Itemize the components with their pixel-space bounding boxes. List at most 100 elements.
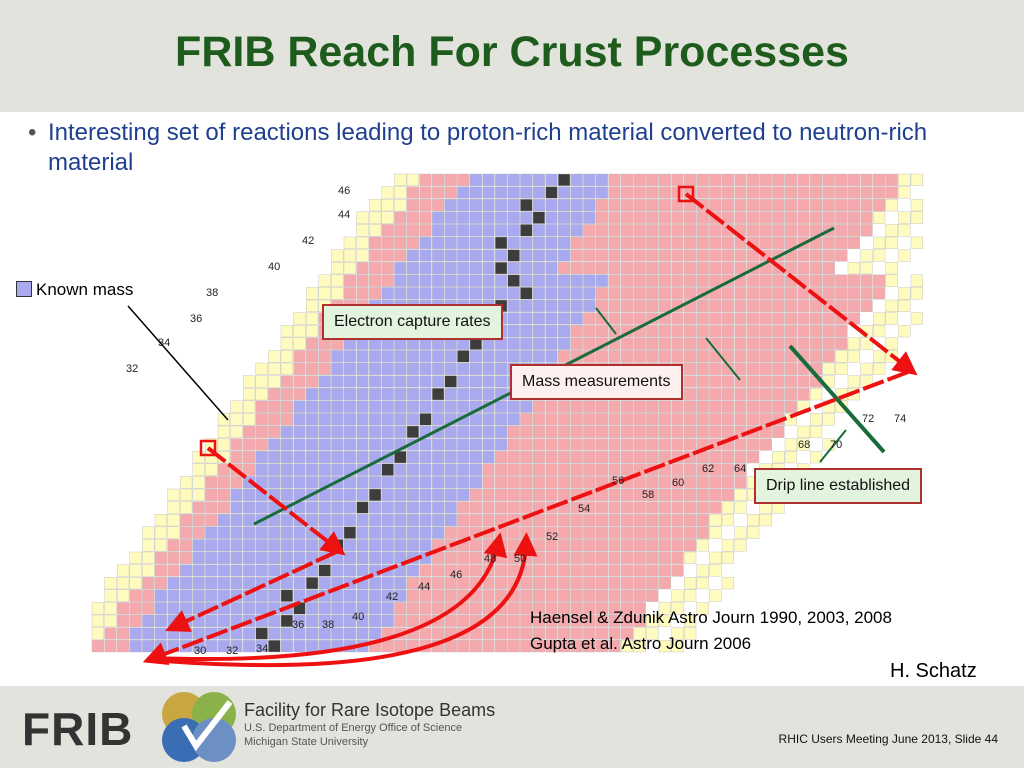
nuclide-cell xyxy=(356,413,369,426)
nuclide-cell xyxy=(671,640,684,653)
nuclide-cell xyxy=(432,224,445,237)
nuclide-cell xyxy=(797,325,810,338)
nuclide-cell xyxy=(885,262,898,275)
nuclide-cell xyxy=(356,627,369,640)
nuclide-cell xyxy=(621,640,634,653)
nuclide-cell xyxy=(860,362,873,376)
nuclide-cell xyxy=(608,627,621,640)
nuclide-cell xyxy=(432,350,445,363)
nuclide-cell xyxy=(520,627,533,640)
nuclide-cell xyxy=(784,198,798,212)
nuclide-cell xyxy=(532,488,546,502)
nuclide-cell xyxy=(684,274,697,287)
nuclide-cell xyxy=(633,186,646,199)
nuclide-cell xyxy=(646,551,659,565)
start-nucleus-marker xyxy=(677,185,695,203)
nuclide-cell xyxy=(406,236,420,250)
nuclide-cell xyxy=(684,262,697,275)
nuclide-cell xyxy=(482,249,495,262)
nuclide-cell xyxy=(747,526,760,539)
nuclide-cell xyxy=(658,325,672,338)
nuclide-cell xyxy=(306,438,319,451)
nuclide-cell xyxy=(507,198,520,212)
nuclide-cell xyxy=(532,539,546,552)
nuclide-cell xyxy=(507,274,520,287)
nuclide-cell xyxy=(356,564,369,577)
nuclide-cell xyxy=(583,564,596,577)
nuclide-cell xyxy=(394,551,407,565)
nuclide-cell xyxy=(885,173,898,187)
nuclide-cell xyxy=(608,526,621,539)
nuclide-cell xyxy=(608,602,621,615)
nuclide-cell xyxy=(583,262,596,275)
nuclide-cell xyxy=(230,577,243,590)
neutron-number-label: 48 xyxy=(484,553,496,565)
nuclide-cell xyxy=(721,413,735,426)
nuclide-cell xyxy=(910,312,924,325)
nuclide-cell xyxy=(696,463,709,476)
nuclide-cell xyxy=(747,325,760,338)
nuclide-cell xyxy=(684,211,697,224)
nuclide-cell xyxy=(646,236,659,250)
nuclide-cell xyxy=(469,425,483,439)
nuclide-cell xyxy=(898,299,911,313)
nuclide-cell xyxy=(658,413,672,426)
nuclide-cell xyxy=(343,274,357,287)
nuclide-cell xyxy=(306,451,319,464)
nuclide-cell xyxy=(873,198,886,212)
nuclide-cell xyxy=(432,488,445,502)
nuclide-cell xyxy=(444,274,457,287)
nuclide-cell xyxy=(545,463,558,476)
nuclide-cell xyxy=(558,249,571,262)
nuclide-cell xyxy=(873,186,886,199)
nuclide-cell xyxy=(696,249,709,262)
nuclide-cell xyxy=(822,287,835,300)
nuclide-cell xyxy=(545,400,558,413)
nuclide-cell xyxy=(532,602,546,615)
nuclide-cell xyxy=(406,451,420,464)
nuclide-cell xyxy=(772,173,785,187)
nuclide-cell xyxy=(255,614,268,628)
nuclide-cell xyxy=(709,476,722,489)
nuclide-cell xyxy=(709,488,722,502)
nuclide-cell xyxy=(167,526,180,539)
nuclide-cell xyxy=(583,614,596,628)
nuclide-cell xyxy=(759,438,772,451)
nuclide-cell xyxy=(142,640,155,653)
nuclide-cell xyxy=(684,388,697,401)
nuclide-cell xyxy=(444,526,457,539)
nuclide-cell xyxy=(507,463,520,476)
nuclide-cell xyxy=(482,438,495,451)
nuclide-cell xyxy=(495,198,508,212)
nuclide-cell xyxy=(608,413,621,426)
nuclide-cell xyxy=(684,589,697,602)
nuclide-cell xyxy=(558,350,571,363)
nuclide-cell xyxy=(116,614,130,628)
nuclide-cell xyxy=(432,589,445,602)
nuclide-cell xyxy=(406,173,420,187)
nuclide-cell xyxy=(835,198,848,212)
nuclide-cell xyxy=(394,451,407,464)
nuclide-cell xyxy=(633,451,646,464)
nuclide-cell xyxy=(885,274,898,287)
nuclide-cell xyxy=(835,211,848,224)
nuclide-cell xyxy=(747,413,760,426)
reaction-arrow xyxy=(142,370,909,665)
nuclide-cell xyxy=(583,640,596,653)
nuclide-cell xyxy=(381,640,394,653)
nuclide-cell xyxy=(268,438,281,451)
nuclide-cell xyxy=(822,249,835,262)
nuclide-cell xyxy=(671,488,684,502)
nuclide-cell xyxy=(633,577,646,590)
nuclide-cell xyxy=(457,514,470,527)
nuclide-cell xyxy=(558,337,571,350)
nuclide-cell xyxy=(507,287,520,300)
nuclide-cell xyxy=(469,224,483,237)
nuclide-cell xyxy=(633,262,646,275)
nuclide-cell xyxy=(595,564,609,577)
nuclide-cell xyxy=(394,640,407,653)
nuclide-cell xyxy=(356,362,369,376)
nuclide-cell xyxy=(633,614,646,628)
nuclide-cell xyxy=(658,274,672,287)
nuclide-cell xyxy=(293,312,306,325)
